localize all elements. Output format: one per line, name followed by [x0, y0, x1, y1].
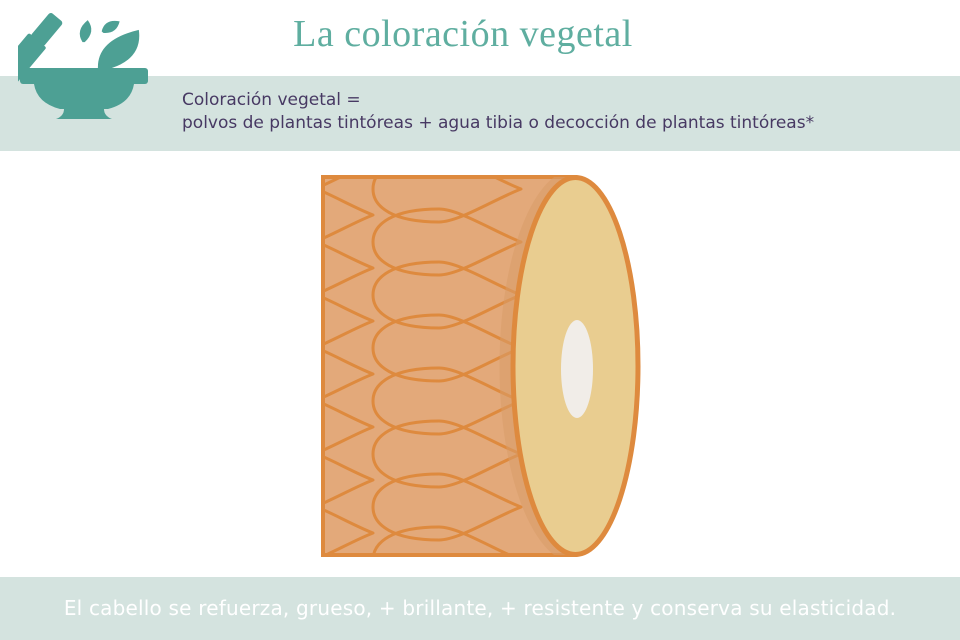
definition-text: Coloración vegetal = polvos de plantas t…	[182, 89, 814, 135]
leaf-small-1	[79, 20, 92, 43]
mortar-foot	[56, 109, 112, 119]
mortar-and-pestle-with-leaves-icon	[18, 13, 148, 119]
definition-line-2: polvos de plantas tintóreas + agua tibia…	[182, 113, 815, 133]
medulla-center	[561, 320, 593, 418]
leaf-large	[97, 29, 140, 70]
hair-shaft-illustration	[280, 160, 680, 580]
cuticle-scales-pattern	[323, 177, 523, 555]
definition-banner: Coloración vegetal = polvos de plantas t…	[0, 76, 960, 151]
definition-line-1: Coloración vegetal =	[182, 90, 361, 110]
mortar-bowl	[34, 84, 134, 109]
pestle-shape	[18, 13, 63, 89]
footer-banner: El cabello se refuerza, grueso, + brilla…	[0, 577, 960, 640]
leaf-small-2	[101, 20, 120, 33]
footer-text: El cabello se refuerza, grueso, + brilla…	[63, 596, 897, 620]
page-title: La coloración vegetal	[293, 13, 633, 55]
mortar-rim	[20, 68, 148, 84]
